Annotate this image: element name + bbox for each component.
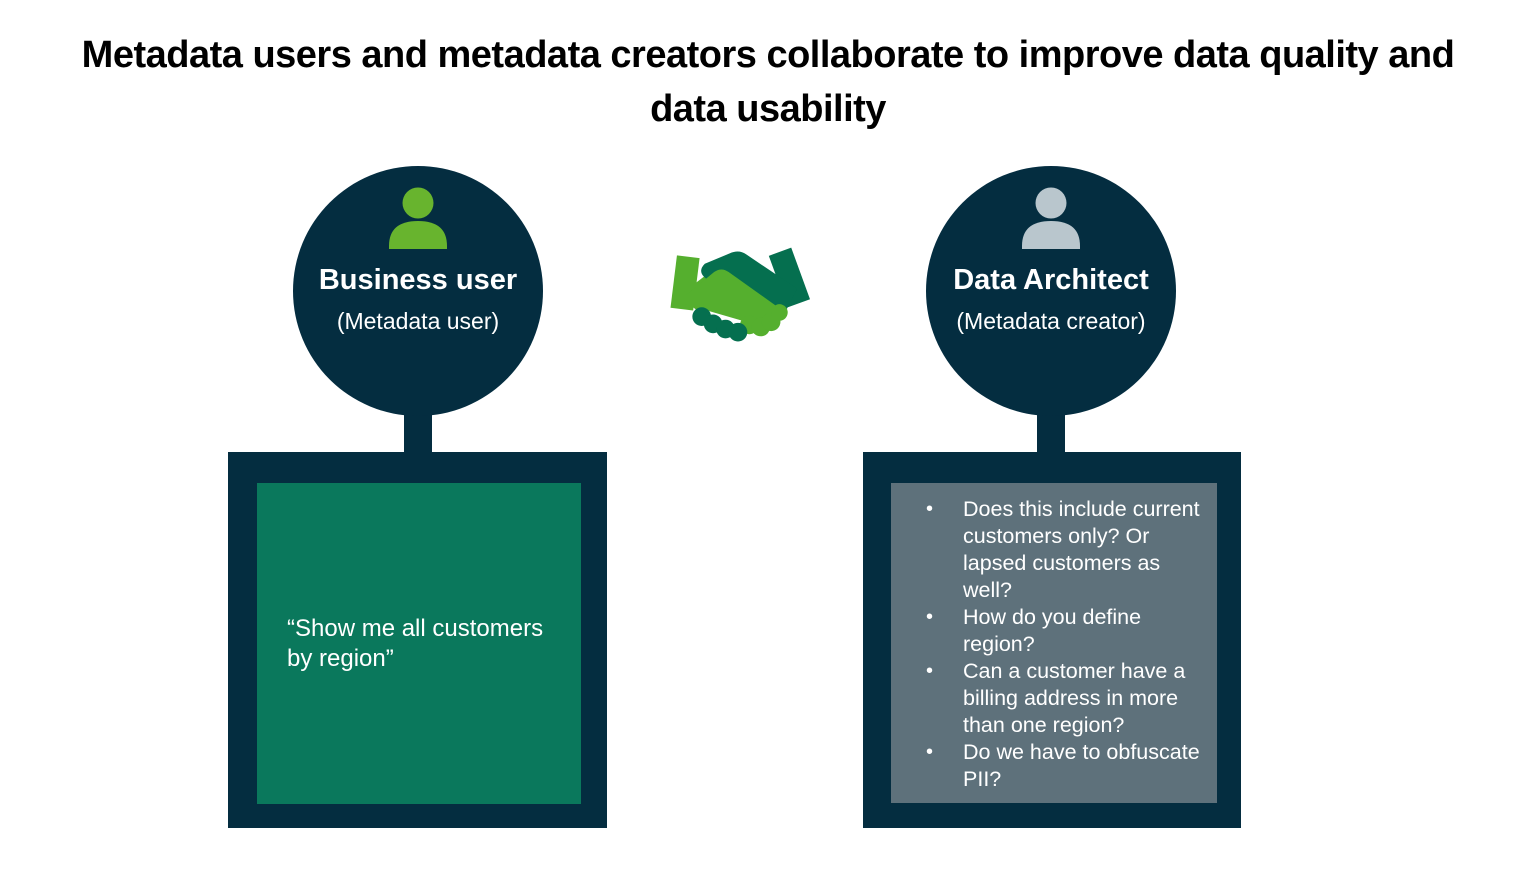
question-item: How do you define region? [891,604,1217,658]
role-subtitle: (Metadata creator) [956,308,1146,334]
customer-quote: “Show me all customers by region” [287,614,544,672]
handshake-icon [656,242,822,356]
role-subtitle: (Metadata user) [336,308,500,334]
data-architect-circle: Data Architect (Metadata creator) [926,166,1176,416]
data-architect-panel: Does this include current customers only… [863,452,1241,828]
title-line-1: Metadata users and metadata creators col… [81,34,1455,76]
question-item: Can a customer have a billing address in… [891,658,1217,739]
questions-panel: Does this include current customers only… [891,483,1217,803]
quote-panel: “Show me all customers by region” [257,483,581,804]
page-title: Metadata users and metadata creators col… [0,28,1536,136]
question-item: Do we have to obfuscate PII? [891,739,1217,793]
business-user-panel: “Show me all customers by region” [228,452,607,828]
person-icon [388,187,448,250]
title-line-2: data usability [650,88,886,130]
role-title: Business user [318,264,518,296]
role-title: Data Architect [953,264,1149,296]
questions-list: Does this include current customers only… [891,496,1217,793]
person-icon [1021,187,1081,250]
question-item: Does this include current customers only… [891,496,1217,604]
business-user-circle: Business user (Metadata user) [293,166,543,416]
